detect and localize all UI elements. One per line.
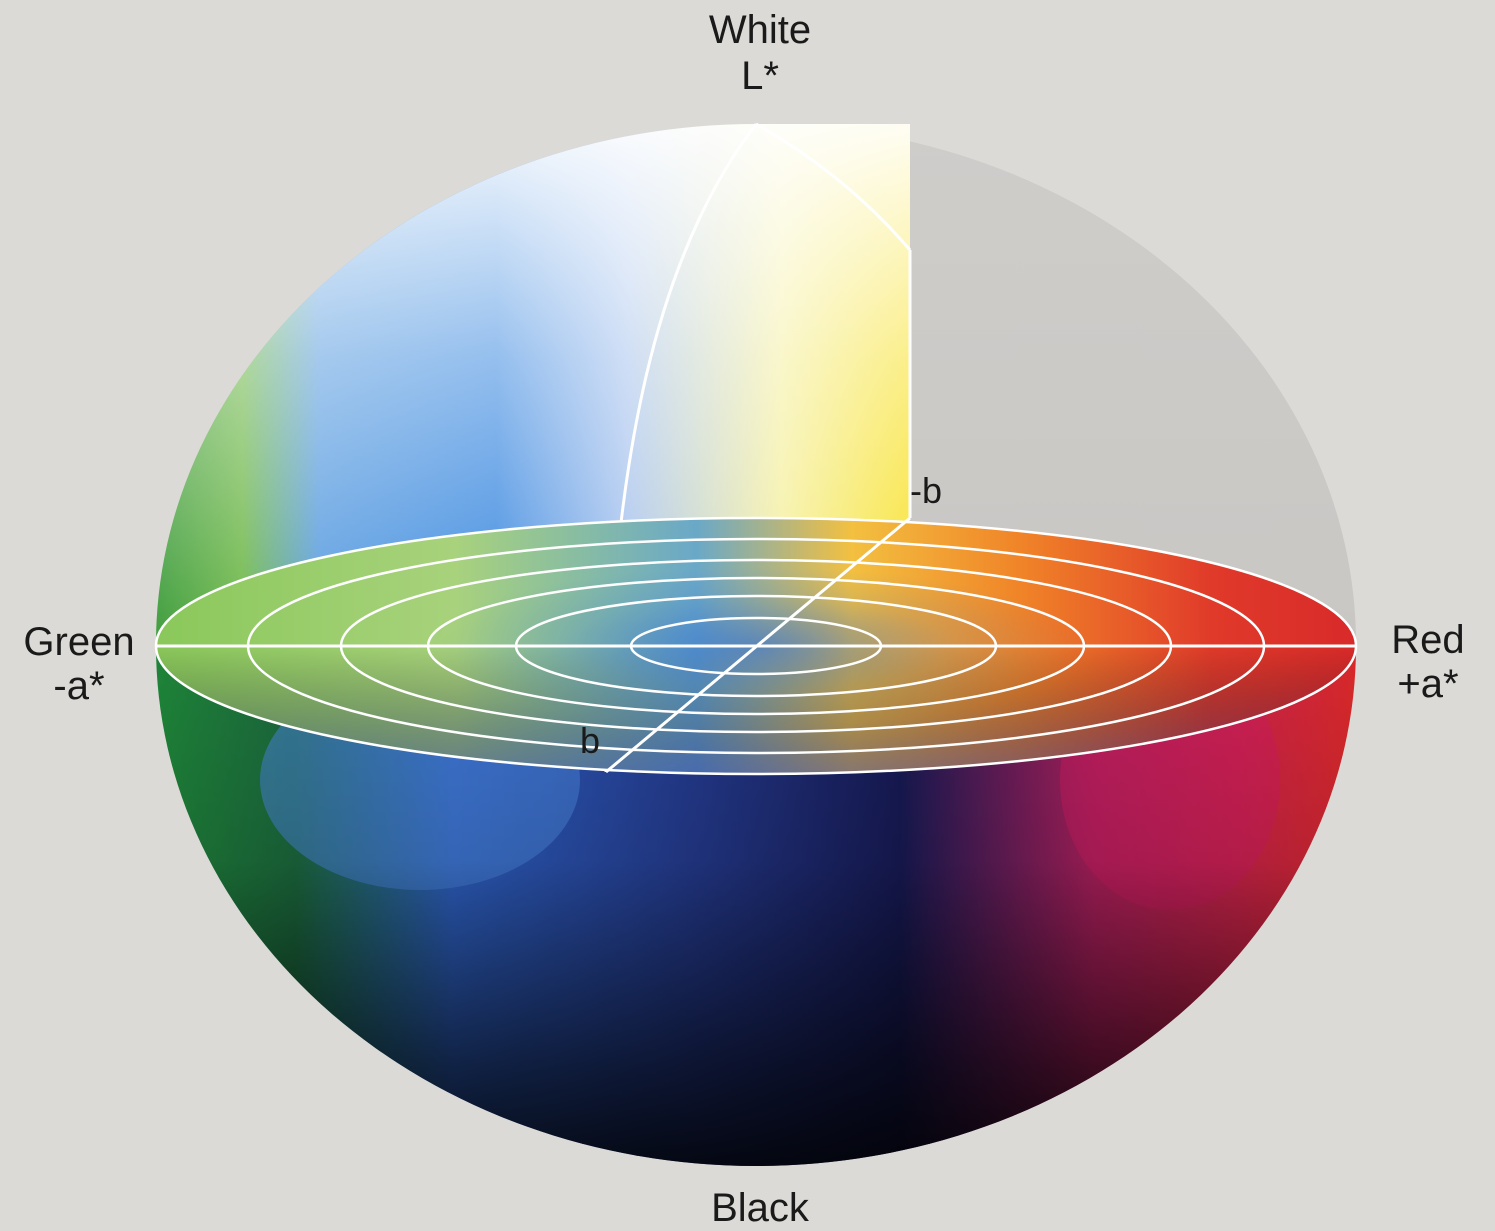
equatorial-plane: [154, 516, 1358, 776]
green-label: Green: [23, 620, 135, 664]
l-star-label: L*: [741, 54, 779, 98]
red-label: Red: [1391, 618, 1465, 662]
b-axis-line: [605, 516, 911, 774]
white-label: White: [708, 8, 812, 52]
black-label: Black: [711, 1186, 809, 1230]
neg-b-label: -b: [910, 470, 943, 511]
pos-b-label: b: [580, 720, 601, 761]
pos-a-star-label: +a*: [1397, 662, 1459, 706]
neg-a-star-label: -a*: [53, 664, 105, 708]
